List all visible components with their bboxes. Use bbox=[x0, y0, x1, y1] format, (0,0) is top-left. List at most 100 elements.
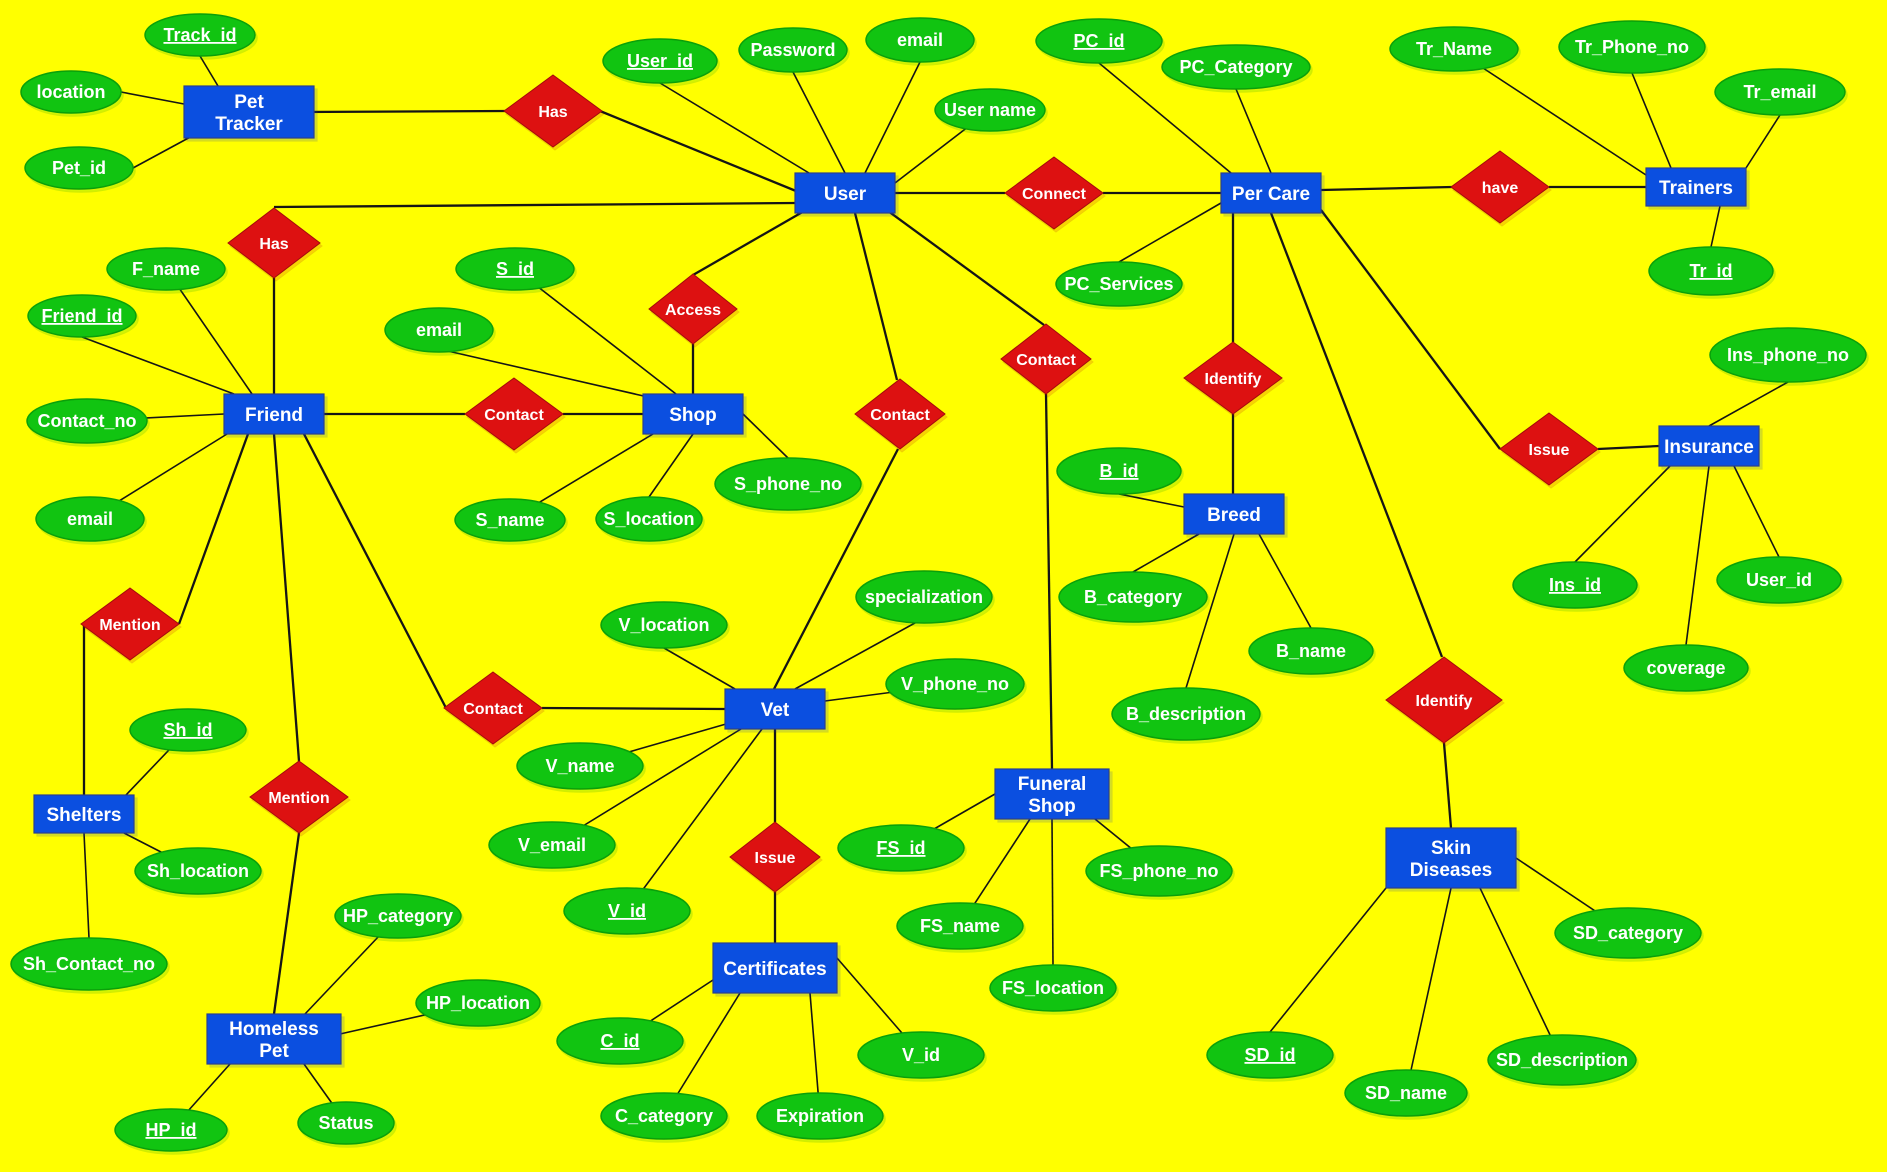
attribute-label: coverage bbox=[1646, 658, 1725, 678]
attribute-label: Sh_id bbox=[163, 720, 212, 740]
attribute-oval bbox=[415, 979, 541, 1027]
relationship-connector bbox=[1320, 209, 1501, 450]
entity-label: Certificates bbox=[723, 959, 827, 980]
attribute-label: V_location bbox=[618, 615, 709, 635]
attribute-connector bbox=[1118, 202, 1222, 263]
attribute-connector bbox=[864, 61, 921, 174]
attribute-label: B_name bbox=[1276, 641, 1346, 661]
attribute-f-name: F_name bbox=[106, 247, 228, 294]
entity-label: Insurance bbox=[1664, 437, 1754, 458]
attribute-connector bbox=[792, 71, 846, 174]
attribute-connector bbox=[1631, 72, 1672, 169]
attribute-connector bbox=[1685, 465, 1710, 646]
attribute-oval bbox=[454, 498, 566, 542]
attribute-oval bbox=[129, 708, 247, 752]
attribute-expiration: Expiration bbox=[756, 1092, 886, 1143]
attribute-oval bbox=[455, 247, 575, 291]
entity-box bbox=[994, 768, 1110, 820]
attribute-oval bbox=[10, 937, 168, 991]
attribute-oval bbox=[134, 847, 262, 895]
relationship-diamond bbox=[729, 821, 821, 893]
attribute-sd-id: SD_id bbox=[1206, 1031, 1336, 1082]
relationship-have: have bbox=[1450, 150, 1552, 227]
attribute-oval bbox=[563, 887, 691, 935]
entity-insurance: Insurance bbox=[1658, 425, 1763, 470]
attribute-oval bbox=[24, 146, 134, 190]
relationship-diamond bbox=[443, 671, 543, 745]
attribute-connector bbox=[83, 832, 90, 939]
attribute-oval bbox=[1085, 845, 1233, 897]
relationship-diamond bbox=[1499, 412, 1599, 486]
attribute-hp-location: HP_location bbox=[415, 979, 543, 1030]
attribute-oval bbox=[855, 570, 993, 624]
entity-per-care: Per Care bbox=[1220, 172, 1325, 217]
attribute-label: S_name bbox=[475, 510, 544, 530]
attribute-label: Friend_id bbox=[41, 306, 122, 326]
entity-box bbox=[1658, 425, 1760, 467]
attribute-connector bbox=[1051, 818, 1054, 966]
attribute-oval bbox=[756, 1092, 884, 1140]
attribute-label: Tr_email bbox=[1743, 82, 1816, 102]
attribute-connector bbox=[1235, 88, 1272, 174]
relationship-label: Access bbox=[665, 302, 721, 319]
relationship-connectors bbox=[82, 109, 1660, 1015]
attribute-label: FS_name bbox=[920, 916, 1000, 936]
attribute-connector bbox=[81, 336, 235, 395]
attribute-label: SD_description bbox=[1496, 1050, 1628, 1070]
relationship-connector bbox=[177, 433, 250, 625]
attribute-b-description: B_description bbox=[1111, 687, 1263, 744]
attribute-tr-email: Tr_email bbox=[1714, 68, 1848, 119]
attribute-label: SD_id bbox=[1244, 1045, 1295, 1065]
attribute-oval bbox=[1623, 644, 1749, 692]
attribute-oval bbox=[1389, 26, 1519, 72]
attribute-pc-category: PC_Category bbox=[1161, 44, 1313, 93]
attribute-password: Password bbox=[738, 27, 850, 76]
relationship-diamond bbox=[464, 377, 564, 451]
attribute-oval bbox=[837, 824, 965, 872]
attribute-label: FS_id bbox=[876, 838, 925, 858]
relationship-diamond bbox=[249, 760, 349, 834]
attribute-label: Status bbox=[318, 1113, 373, 1133]
attribute-c-category: C_category bbox=[600, 1092, 730, 1143]
relationship-label: Contact bbox=[1016, 352, 1076, 369]
attribute-oval bbox=[738, 27, 848, 73]
attribute-oval bbox=[714, 457, 862, 511]
attribute-oval bbox=[896, 902, 1024, 950]
relationship-diamond bbox=[227, 207, 321, 279]
attribute-s-id: S_id bbox=[455, 247, 577, 294]
attribute-oval bbox=[516, 742, 644, 790]
relationship-identify: Identify bbox=[1183, 341, 1285, 418]
attribute-oval bbox=[1554, 907, 1702, 959]
attribute-oval bbox=[556, 1017, 684, 1065]
entity-box bbox=[223, 393, 325, 435]
attribute-v-location: V_location bbox=[600, 601, 730, 652]
entity-breed: Breed bbox=[1183, 493, 1288, 538]
attribute-label: Track_id bbox=[163, 25, 236, 45]
attribute-oval bbox=[106, 247, 226, 291]
relationship-connector bbox=[272, 433, 301, 762]
attribute-sh-contact-no: Sh_Contact_no bbox=[10, 937, 170, 994]
attribute-ins-id: Ins_id bbox=[1512, 561, 1640, 612]
attribute-oval bbox=[595, 496, 703, 542]
attribute-connector bbox=[1708, 381, 1789, 427]
attribute-connector bbox=[514, 268, 677, 395]
attribute-oval bbox=[384, 307, 494, 353]
attribute-pc-services: PC_Services bbox=[1055, 261, 1185, 310]
attribute-oval bbox=[144, 13, 256, 57]
relationship-connect: Connect bbox=[1004, 156, 1106, 233]
attribute-status: Status bbox=[297, 1101, 397, 1148]
attribute-label: User_id bbox=[627, 51, 693, 71]
attribute-oval bbox=[1206, 1031, 1334, 1079]
entity-box bbox=[206, 1013, 342, 1065]
attribute-b-id: B_id bbox=[1056, 447, 1184, 498]
attribute-oval bbox=[1058, 571, 1208, 623]
attribute-contact-no: Contact_no bbox=[26, 398, 150, 447]
relationship-mention: Mention bbox=[249, 760, 351, 837]
attribute-connector bbox=[1118, 493, 1185, 508]
attribute-tr-id: Tr_id bbox=[1648, 246, 1776, 299]
attribute-label: B_category bbox=[1084, 587, 1182, 607]
relationship-label: Mention bbox=[99, 617, 160, 634]
